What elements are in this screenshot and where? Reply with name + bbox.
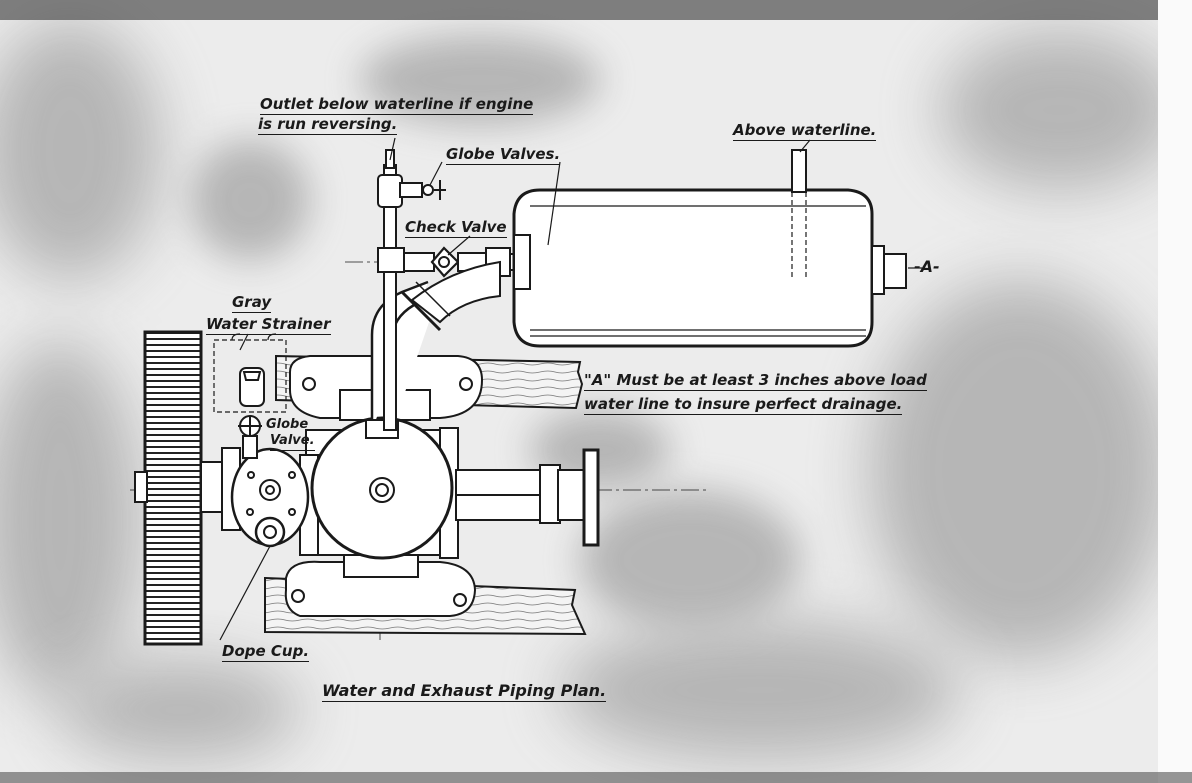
- marker-a-label: -A-: [914, 257, 940, 276]
- pump-housing-icon: [299, 389, 459, 578]
- valve-label: Valve.: [270, 432, 315, 451]
- crank-shaft: [455, 448, 600, 547]
- above-waterline-label: Above waterline.: [733, 121, 877, 141]
- check-valve-label: Check Valve: [405, 218, 507, 238]
- globe-label: Globe: [266, 417, 309, 432]
- dope-cup-icon: [254, 516, 286, 548]
- exhaust-elbow: [400, 260, 501, 332]
- globe-valves-label: Globe Valves.: [446, 145, 561, 165]
- muffler-tank-icon: [512, 149, 907, 348]
- gray-label: Gray: [232, 293, 272, 313]
- drainage-note-line1: "A" Must be at least 3 inches above load: [584, 371, 927, 391]
- drainage-note-line2: water line to insure perfect drainage.: [584, 395, 903, 415]
- leader-lines: [219, 137, 922, 641]
- flywheel-icon: [134, 330, 230, 646]
- outlet-note-line2: is run reversing.: [258, 115, 398, 135]
- globe-valve-icon: [238, 367, 265, 459]
- drawing-caption: Water and Exhaust Piping Plan.: [322, 681, 607, 702]
- water-strainer-label: Water Strainer: [206, 315, 331, 335]
- outlet-note-line1: Outlet below waterline if engine: [260, 95, 534, 115]
- water-outlet-pipe: [377, 149, 446, 431]
- dope-cup-label: Dope Cup.: [222, 642, 310, 662]
- circulating-pump: [221, 447, 310, 547]
